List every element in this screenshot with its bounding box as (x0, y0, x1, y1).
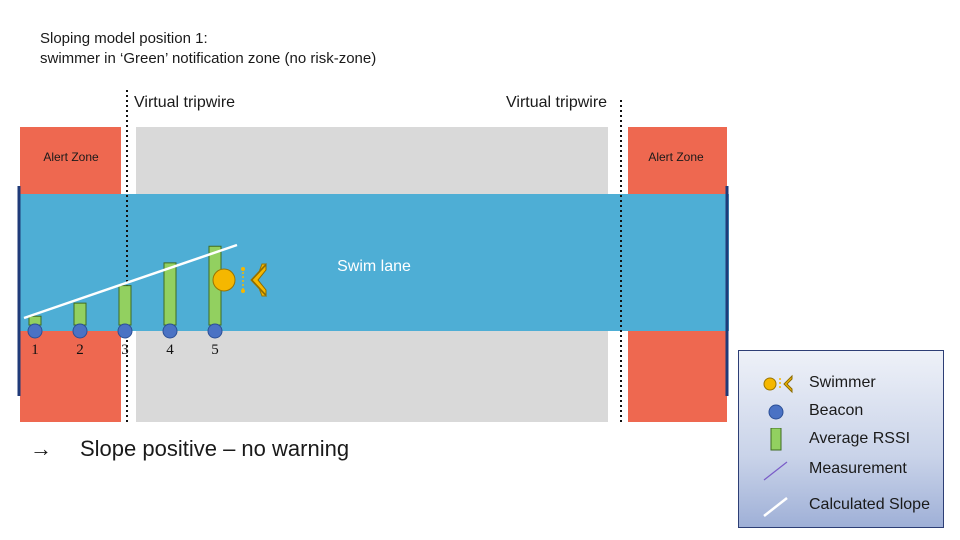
legend-average-rssi-label: Average RSSI (809, 430, 911, 447)
beacon-3 (117, 323, 133, 339)
rssi-bar-2 (73, 302, 87, 326)
legend-swimmer-label: Swimmer (809, 374, 876, 391)
beacon-1 (27, 323, 43, 339)
rssi-bar-3 (118, 285, 132, 326)
swimmer-body (212, 268, 236, 292)
beacon-number-3: 3 (121, 342, 129, 358)
conclusion-arrow: → (30, 436, 52, 461)
swimmer-head (251, 263, 267, 297)
beacon-number-1: 1 (31, 342, 39, 358)
beacon-5 (207, 323, 223, 339)
rssi-bar-4 (163, 262, 177, 326)
legend-row-average-rssi: Average RSSI (739, 428, 943, 452)
beacon-icon (768, 404, 784, 420)
rssi-bar-icon (770, 428, 782, 451)
legend: Swimmer Beacon Average RSSI Measurement … (738, 350, 944, 528)
title-line-2: swimmer in ‘Green’ notification zone (no… (40, 50, 377, 67)
swimmer (212, 263, 268, 297)
beacon-4 (162, 323, 178, 339)
alert-zone-right-label: Alert Zone (648, 150, 704, 164)
swim-lane (18, 194, 729, 331)
swimmer-icon (763, 374, 793, 394)
beacon-number-2: 2 (76, 342, 84, 358)
legend-row-swimmer: Swimmer (739, 372, 943, 396)
legend-row-calculated-slope: Calculated Slope (739, 494, 943, 518)
legend-row-beacon: Beacon (739, 400, 943, 424)
title-line-1: Sloping model position 1: (40, 30, 208, 47)
beacon-number-4: 4 (166, 342, 174, 358)
calculated-slope-line (23, 243, 238, 320)
legend-row-measurement: Measurement (739, 458, 943, 482)
beacon-number-5: 5 (211, 342, 219, 358)
tripwire-right-label: Virtual tripwire (506, 94, 608, 111)
slope-line-icon (763, 497, 788, 517)
swimmer-link-dot-top (241, 267, 245, 271)
beacon-2 (72, 323, 88, 339)
conclusion-text: Slope positive – no warning (80, 436, 350, 461)
conclusion: → Slope positive – no warning (30, 436, 349, 462)
legend-calculated-slope-label: Calculated Slope (809, 496, 930, 513)
tripwire-left-label: Virtual tripwire (134, 94, 236, 111)
swimmer-link-dot-bottom (241, 289, 245, 293)
measurement-line-icon (763, 461, 788, 481)
swim-lane-label: Swim lane (337, 258, 411, 275)
legend-measurement-label: Measurement (809, 460, 907, 477)
legend-beacon-label: Beacon (809, 402, 864, 419)
alert-zone-left-label: Alert Zone (43, 150, 99, 164)
